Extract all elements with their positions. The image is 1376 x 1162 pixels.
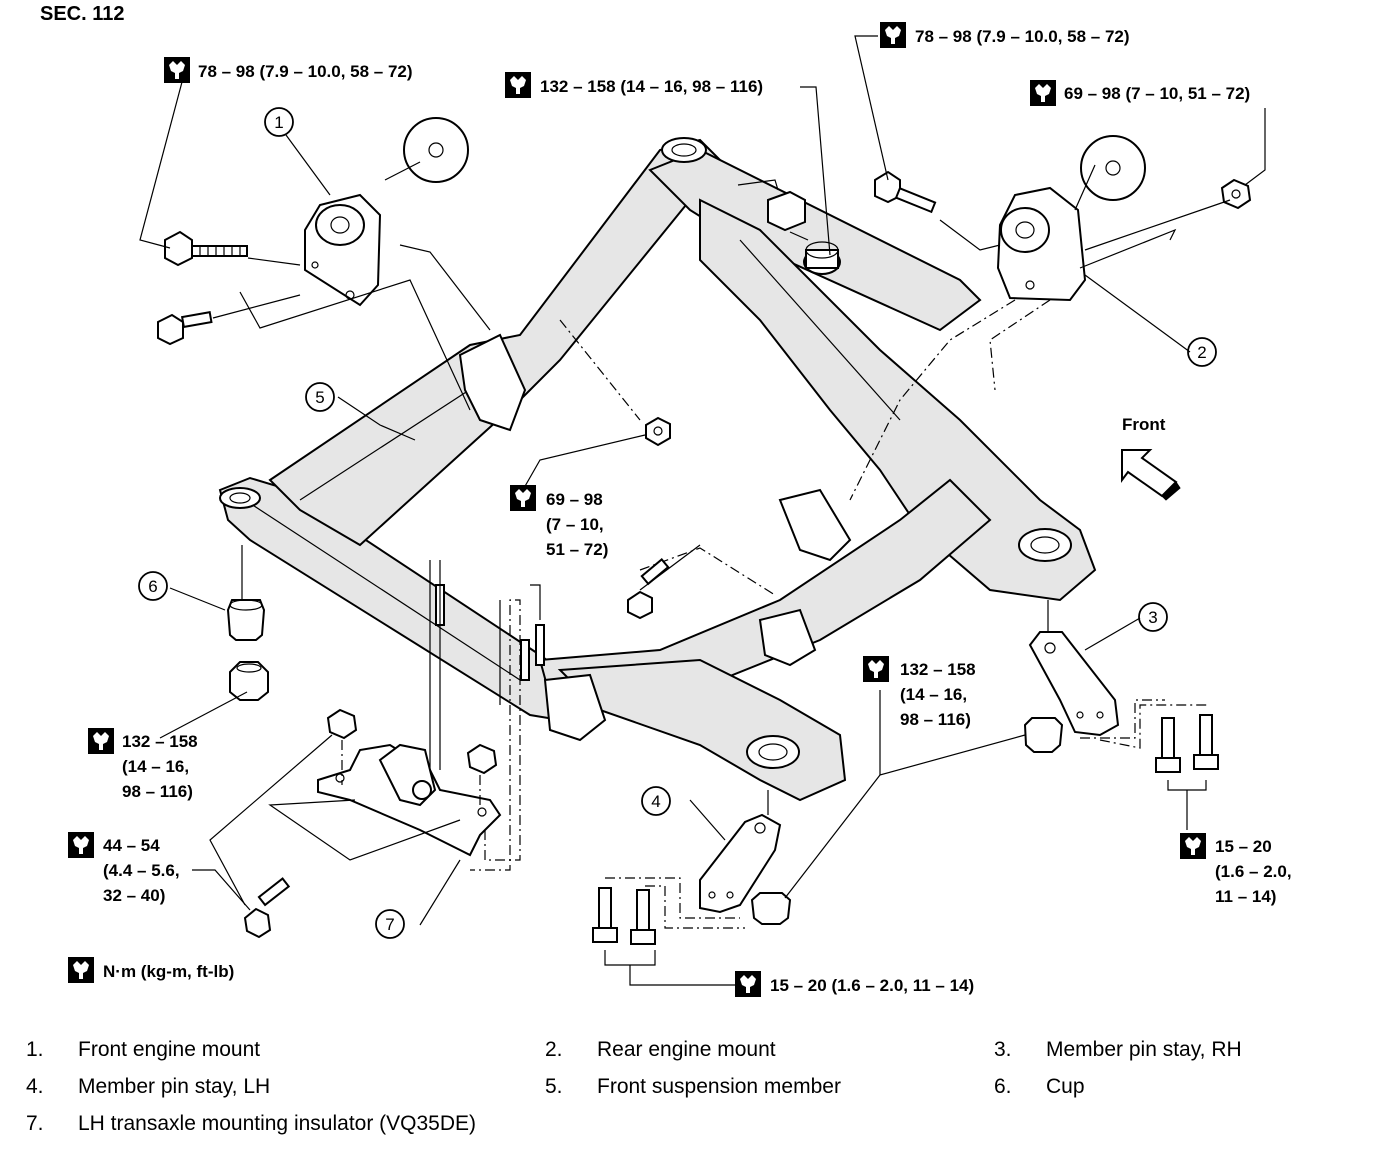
torque-wrench-icon [1180, 833, 1206, 859]
callout-5: 5 [305, 382, 335, 412]
parts-legend: 1. Front engine mount 2. Rear engine mou… [26, 1038, 1242, 1135]
cup [226, 599, 266, 641]
rear-engine-mount [996, 135, 1146, 302]
svg-text:6: 6 [148, 577, 157, 596]
callout-2: 2 [1187, 337, 1217, 367]
callout-7: 7 [375, 909, 405, 939]
front-engine-mount [304, 117, 469, 307]
torque-label-8: 44 – 54 (4.4 – 5.6, 32 – 40) [68, 832, 180, 905]
svg-text:15 – 20: 15 – 20 [1215, 837, 1272, 856]
rear-mount-bolt [874, 170, 937, 214]
svg-text:2: 2 [1197, 343, 1206, 362]
member-pin-stay-lh [699, 813, 782, 914]
torque-label-7: 132 – 158 (14 – 16, 98 – 116) [863, 656, 976, 729]
torque-wrench-icon [510, 485, 536, 511]
torque-wrench-icon [68, 832, 94, 858]
svg-text:15 – 20 (1.6 – 2.0, 11 – 14): 15 – 20 (1.6 – 2.0, 11 – 14) [770, 976, 974, 995]
callout-3: 3 [1138, 602, 1168, 632]
torque-wrench-icon [505, 72, 531, 98]
svg-text:78 – 98 (7.9 – 10.0, 58 – 72): 78 – 98 (7.9 – 10.0, 58 – 72) [915, 27, 1130, 46]
torque-label-4: 69 – 98 (7 – 10, 51 – 72) [1030, 80, 1250, 106]
section-label: SEC. 112 [40, 3, 125, 25]
front-mount-bolt-upper [164, 230, 248, 267]
member-pin-stay-lh-nut [750, 892, 792, 925]
member-pin-stay-rh-bolts [1155, 714, 1219, 773]
svg-text:78 – 98 (7.9 – 10.0, 58 – 72): 78 – 98 (7.9 – 10.0, 58 – 72) [198, 62, 413, 81]
svg-text:(4.4 – 5.6,: (4.4 – 5.6, [103, 861, 180, 880]
front-suspension-member [218, 137, 1097, 802]
svg-text:3: 3 [1148, 608, 1157, 627]
svg-text:5: 5 [315, 388, 324, 407]
svg-text:11 – 14): 11 – 14) [1215, 887, 1276, 906]
torque-wrench-icon [164, 57, 190, 83]
svg-text:44 – 54: 44 – 54 [103, 836, 160, 855]
svg-text:132 – 158: 132 – 158 [122, 732, 198, 751]
transaxle-nut-right [466, 743, 498, 775]
transaxle-bolt [243, 877, 291, 939]
front-arrow-icon [1121, 449, 1181, 501]
svg-text:N·m (kg-m, ft-lb): N·m (kg-m, ft-lb) [103, 962, 234, 981]
torque-label-9: 15 – 20 (1.6 – 2.0, 11 – 14) [1180, 833, 1292, 906]
svg-text:1: 1 [274, 113, 283, 132]
transaxle-insulator [317, 743, 502, 857]
torque-unit-note: N·m (kg-m, ft-lb) [68, 957, 234, 983]
torque-wrench-icon [880, 22, 906, 48]
svg-text:(14 – 16,: (14 – 16, [122, 757, 189, 776]
svg-text:132 – 158 (14 – 16, 98 – 116): 132 – 158 (14 – 16, 98 – 116) [540, 77, 763, 96]
front-label: Front [1122, 415, 1166, 434]
svg-text:(7 – 10,: (7 – 10, [546, 515, 604, 534]
torque-wrench-icon [68, 957, 94, 983]
member-pin-stay-rh-nut [1023, 717, 1064, 753]
torque-label-1: 78 – 98 (7.9 – 10.0, 58 – 72) [164, 57, 413, 83]
svg-text:(1.6 – 2.0,: (1.6 – 2.0, [1215, 862, 1292, 881]
torque-wrench-icon [735, 971, 761, 997]
front-mount-bolt-lower [157, 311, 213, 346]
torque-label-6: 132 – 158 (14 – 16, 98 – 116) [88, 728, 198, 801]
svg-text:69 – 98 (7 – 10, 51 – 72): 69 – 98 (7 – 10, 51 – 72) [1064, 84, 1250, 103]
torque-label-10: 15 – 20 (1.6 – 2.0, 11 – 14) [735, 971, 974, 997]
frame-bolt [627, 558, 670, 620]
torque-wrench-icon [88, 728, 114, 754]
cup-nut [229, 661, 269, 701]
torque-label-5: 69 – 98 (7 – 10, 51 – 72) [510, 485, 608, 559]
svg-text:98 – 116): 98 – 116) [900, 710, 971, 729]
svg-text:7: 7 [385, 915, 394, 934]
torque-wrench-icon [863, 656, 889, 682]
svg-text:98 – 116): 98 – 116) [122, 782, 193, 801]
svg-text:51 – 72): 51 – 72) [546, 540, 608, 559]
svg-text:(14 – 16,: (14 – 16, [900, 685, 967, 704]
torque-label-3: 78 – 98 (7.9 – 10.0, 58 – 72) [880, 22, 1130, 48]
torque-wrench-icon [1030, 80, 1056, 106]
svg-text:132 – 158: 132 – 158 [900, 660, 976, 679]
callout-4: 4 [641, 786, 671, 816]
member-pin-stay-lh-bolts [592, 887, 656, 945]
svg-text:32 – 40): 32 – 40) [103, 886, 165, 905]
svg-text:4: 4 [651, 792, 660, 811]
svg-text:69 – 98: 69 – 98 [546, 490, 603, 509]
callout-1: 1 [264, 107, 294, 137]
center-nut [645, 416, 671, 447]
callout-6: 6 [138, 571, 168, 601]
member-pin-stay-rh [1028, 631, 1120, 737]
transaxle-nut-left [326, 708, 358, 740]
torque-label-2: 132 – 158 (14 – 16, 98 – 116) [505, 72, 763, 98]
exploded-view-diagram: SEC. 112 [40, 3, 1292, 997]
